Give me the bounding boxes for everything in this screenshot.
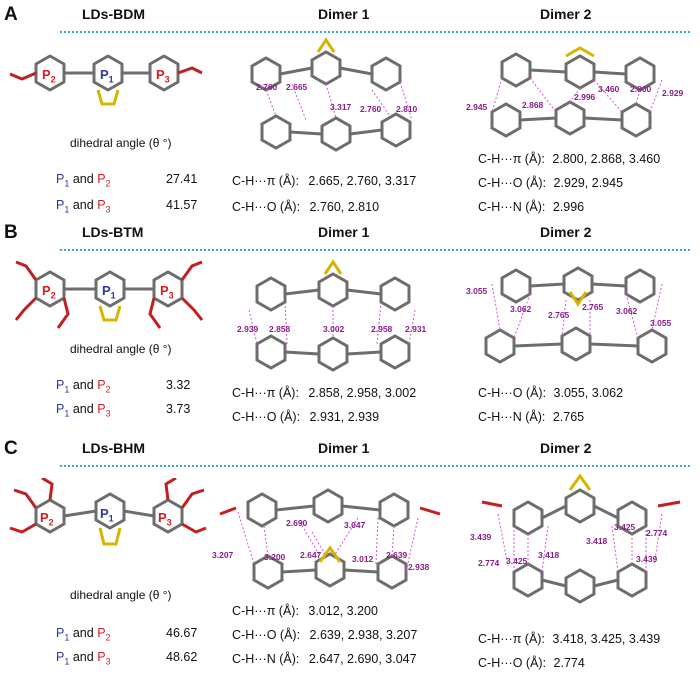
dihedral-label: dihedral angle (θ °)	[70, 342, 172, 356]
interaction-label: 2.931	[405, 324, 427, 334]
dimer2-structure: 3.055 3.062 2.765 2.765 3.062 3.055	[466, 266, 672, 364]
panel-c: C LDs-BHM Dimer 1 Dimer 2 P2 P1 P3 dihed…	[0, 438, 700, 676]
dimer2-line: C-H···N (Å): 2.996	[478, 200, 585, 214]
dimer1-title: Dimer 1	[318, 440, 370, 456]
dihedral-pair-p1-p2: P1 and P2 3.32	[56, 378, 191, 395]
ring-label-p1: P	[100, 67, 109, 82]
dimer2-structure: 3.439 2.774 3.425 3.418 3.418 3.425 2.77…	[470, 473, 681, 604]
panel-letter: C	[4, 438, 18, 459]
monomer-structure	[14, 260, 204, 329]
dimer2-title: Dimer 2	[540, 6, 592, 22]
interaction-label: 3.418	[538, 550, 560, 560]
dimer2-title: Dimer 2	[540, 440, 592, 456]
interaction-label: 2.939	[237, 324, 259, 334]
interaction-label: 2.647	[300, 550, 322, 560]
dimer1-line: C-H···O (Å): 2.760, 2.810	[232, 200, 380, 214]
ring-label-p1: P	[100, 506, 109, 521]
interaction-label: 3.425	[506, 556, 528, 566]
interaction-label: 2.765	[582, 302, 604, 312]
dotted-divider	[60, 249, 690, 251]
interaction-label: 3.012	[352, 554, 374, 564]
dimer1-line: C-H···N (Å): 2.647, 2.690, 3.047	[232, 652, 417, 666]
dimer1-structure: 3.207 3.200 2.690 2.647 3.047 3.012 2.63…	[212, 488, 441, 590]
ring-label-p1: P	[102, 283, 111, 298]
interaction-label: 3.317	[330, 102, 352, 112]
interaction-label: 2.958	[371, 324, 393, 334]
interaction-label: 3.207	[212, 550, 234, 560]
monomer-structure	[9, 54, 203, 106]
dihedral-pair-p1-p3: P1 and P3 48.62	[56, 650, 198, 667]
dotted-divider	[60, 465, 690, 467]
interaction-label: 3.418	[586, 536, 608, 546]
interaction-label: 3.055	[650, 318, 672, 328]
dihedral-pair-p1-p3: P1 and P3 41.57	[56, 198, 198, 215]
ring-label-p3: P	[156, 67, 165, 82]
interaction-label: 2.929	[662, 88, 684, 98]
dimer1-title: Dimer 1	[318, 6, 370, 22]
interaction-label: 2.774	[478, 558, 500, 568]
interaction-label: 3.055	[466, 286, 488, 296]
dimer1-line: C-H···O (Å): 2.639, 2.938, 3.207	[232, 628, 418, 642]
ring-label-p2: P	[42, 283, 51, 298]
dimer2-line: C-H···O (Å): 3.055, 3.062	[478, 386, 624, 400]
ring-label-p2: P	[42, 67, 51, 82]
dimer1-title: Dimer 1	[318, 224, 370, 240]
interaction-label: 3.200	[264, 552, 286, 562]
dihedral-label: dihedral angle (θ °)	[70, 136, 172, 150]
ring-label-p3: P	[160, 283, 169, 298]
dimer2-line: C-H···N (Å): 2.765	[478, 410, 585, 424]
ring-label-p2: P	[40, 510, 49, 525]
dimer1-line: C-H···O (Å): 2.931, 2.939	[232, 410, 380, 424]
panel-letter: B	[4, 222, 18, 243]
interaction-label: 2.858	[269, 324, 291, 334]
dimer2-line: C-H···π (Å): 3.418, 3.425, 3.439	[478, 632, 661, 646]
dotted-divider	[60, 31, 690, 33]
interaction-label: 2.760	[256, 82, 278, 92]
interaction-label: 3.439	[636, 554, 658, 564]
monomer-structure	[9, 478, 207, 546]
interaction-label: 3.460	[598, 84, 620, 94]
dihedral-pair-p1-p2: P1 and P2 46.67	[56, 626, 198, 643]
dimer1-line: C-H···π (Å): 3.012, 3.200	[232, 604, 378, 618]
interaction-label: 2.868	[522, 100, 544, 110]
interaction-label: 2.996	[574, 92, 596, 102]
panel-a: A LDs-BDM Dimer 1 Dimer 2 P2 P1 P3 dihed…	[0, 4, 700, 219]
interaction-label: 2.760	[360, 104, 382, 114]
dimer2-title: Dimer 2	[540, 224, 592, 240]
interaction-label: 2.774	[646, 528, 668, 538]
interaction-label: 3.062	[616, 306, 638, 316]
dimer2-line: C-H···O (Å): 2.929, 2.945	[478, 176, 624, 190]
interaction-label: 3.439	[470, 532, 492, 542]
interaction-label: 2.945	[466, 102, 488, 112]
dihedral-pair-p1-p2: P1 and P2 27.41	[56, 172, 198, 189]
interaction-label: 2.690	[286, 518, 308, 528]
dimer2-line: C-H···O (Å): 2.774	[478, 656, 585, 670]
ring-label-p3: P	[158, 510, 167, 525]
compound-title: LDs-BTM	[82, 224, 144, 240]
interaction-label: 2.800	[630, 84, 652, 94]
dihedral-pair-p1-p3: P1 and P3 3.73	[56, 402, 191, 419]
dimer1-structure: 2.939 2.858 3.002 2.958 2.931	[237, 259, 427, 372]
interaction-label: 3.062	[510, 304, 532, 314]
interaction-label: 2.938	[408, 562, 430, 572]
dimer2-structure: 2.945 2.868 2.996 3.460 2.800 2.929	[466, 46, 684, 138]
interaction-label: 2.765	[548, 310, 570, 320]
interaction-label: 2.639	[386, 550, 408, 560]
panel-letter: A	[4, 4, 18, 25]
dimer1-structure: 2.760 2.665 3.317 2.760 2.810	[250, 37, 418, 152]
interaction-label: 3.002	[323, 324, 345, 334]
compound-title: LDs-BHM	[82, 440, 145, 456]
dihedral-label: dihedral angle (θ °)	[70, 588, 172, 602]
dimer2-line: C-H···π (Å): 2.800, 2.868, 3.460	[478, 152, 661, 166]
interaction-label: 2.810	[396, 104, 418, 114]
dimer1-line: C-H···π (Å): 2.665, 2.760, 3.317	[232, 174, 417, 188]
compound-title: LDs-BDM	[82, 6, 145, 22]
interaction-label: 3.425	[614, 522, 636, 532]
dimer1-line: C-H···π (Å): 2.858, 2.958, 3.002	[232, 386, 417, 400]
interaction-label: 2.665	[286, 82, 308, 92]
interaction-label: 3.047	[344, 520, 366, 530]
panel-b: B LDs-BTM Dimer 1 Dimer 2 P2 P1 P3 dihed…	[0, 222, 700, 430]
